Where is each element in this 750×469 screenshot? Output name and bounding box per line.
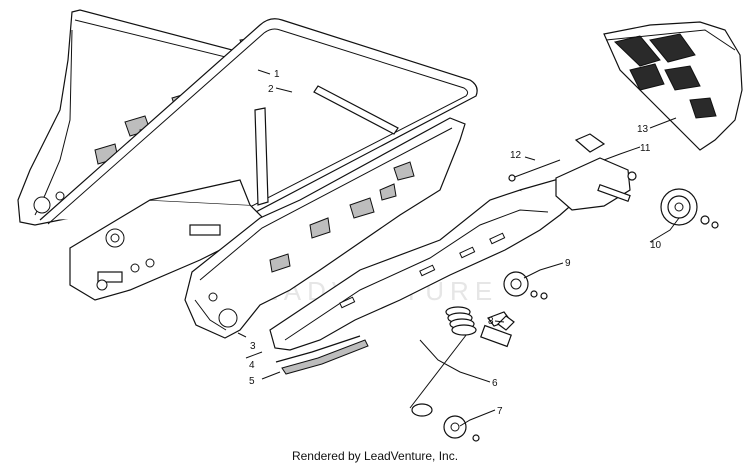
lower-idler-wheel — [443, 415, 480, 442]
callout-7: 7 — [497, 406, 503, 417]
spring-axle-assembly — [409, 306, 512, 417]
rear-cover — [603, 21, 743, 151]
rear-axle-housing — [555, 133, 637, 211]
callout-3: 3 — [250, 341, 256, 352]
callout-6: 6 — [492, 378, 498, 389]
slide-strip — [275, 335, 369, 375]
callout-8: 8 — [488, 316, 494, 327]
center-cross-frame — [69, 179, 272, 301]
adjuster-bolt — [508, 159, 561, 182]
callout-4: 4 — [249, 360, 255, 371]
bracket — [497, 315, 515, 331]
callout-9: 9 — [565, 258, 571, 269]
callout-12: 12 — [510, 150, 522, 161]
mid-idler-wheel — [503, 271, 548, 300]
callout-2: 2 — [268, 84, 274, 95]
callout-13: 13 — [637, 124, 649, 135]
rear-wheel — [660, 188, 719, 229]
callout-5: 5 — [249, 376, 255, 387]
leader-lines — [237, 69, 680, 427]
footer-credit: Rendered by LeadVenture, Inc. — [291, 449, 459, 463]
callout-labels: 1 2 3 4 5 6 7 8 9 10 11 12 13 — [249, 69, 662, 417]
coil-spring — [445, 306, 477, 336]
right-side-rail-plate — [184, 117, 466, 339]
callout-1: 1 — [274, 69, 280, 80]
callout-10: 10 — [650, 240, 662, 251]
callout-11: 11 — [640, 143, 651, 154]
